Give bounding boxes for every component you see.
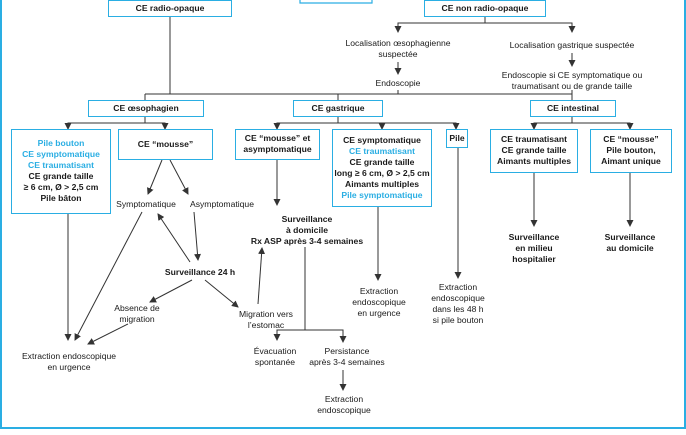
text-surveillance-au-domicile: Surveillance au domicile <box>604 232 656 253</box>
text-absence-migration: Absence de migration <box>114 303 160 324</box>
box-label: CE œsophagien <box>113 103 179 113</box>
box-oeso-list: Pile bouton CE symptomatique CE traumati… <box>11 129 111 214</box>
box-ce-gastrique: CE gastrique <box>293 100 383 117</box>
label-pile-bouton: Pile bouton, <box>606 145 656 155</box>
label-pile-baton: Pile bâton <box>40 193 82 203</box>
label-dimensions: ≥ 6 cm, Ø > 2,5 cm <box>23 182 99 192</box>
text-extraction-48h: Extraction endoscopique dans les 48 h si… <box>431 282 485 325</box>
label-ce-symptomatique: CE symptomatique <box>343 135 421 145</box>
text-symptomatique: Symptomatique <box>116 199 176 209</box>
box-label: Pile <box>449 133 465 143</box>
text-extraction-urgence-mid: Extraction endoscopique en urgence <box>352 286 406 318</box>
connector <box>74 211 143 341</box>
connector <box>193 211 201 261</box>
connector <box>382 122 460 130</box>
connector <box>572 122 634 130</box>
text-localisation-gastr: Localisation gastrique suspectée <box>509 40 635 50</box>
connector <box>147 159 163 195</box>
text-persistance: Persistance après 3-4 semaines <box>309 346 385 367</box>
connector <box>305 329 347 343</box>
label-ce-traumatisant: CE traumatisant <box>28 160 94 170</box>
box-gastr-pile: Pile <box>446 129 468 148</box>
text-endoscopie: Endoscopie <box>375 78 421 88</box>
label-dimensions: long ≥ 6 cm, Ø > 2,5 cm <box>334 168 430 178</box>
box-intest-mousse: CE “mousse” Pile bouton, Aimant unique <box>590 129 672 173</box>
label-ce-mousse: CE “mousse” <box>603 134 659 144</box>
box-oeso-mousse: CE “mousse” <box>118 129 213 160</box>
text-surveillance-hospitalier: Surveillance en milieu hospitalier <box>508 232 560 264</box>
label-ce-traumatisant: CE traumatisant <box>349 146 415 156</box>
connector <box>530 117 573 130</box>
label-aimants-multiples: Aimants multiples <box>496 156 572 166</box>
box-label: CE “mousse” et asymptomatique <box>243 133 312 154</box>
connector <box>145 122 169 130</box>
connector <box>149 279 193 303</box>
top-tab-outline <box>299 0 373 4</box>
label-ce-grande-taille: CE grande taille <box>501 145 567 155</box>
label-pile-bouton: Pile bouton <box>37 138 85 148</box>
text-localisation-oeso: Localisation œsophagienne suspectée <box>345 38 451 59</box>
text-migration-estomac: Migration vers l’estomac <box>239 309 293 330</box>
text-endoscopie-si: Endoscopie si CE symptomatique ou trauma… <box>501 70 643 91</box>
box-label: CE non radio-opaque <box>441 3 529 13</box>
label-aimants-multiples: Aimants multiples <box>344 179 420 189</box>
box-ce-radio-opaque: CE radio-opaque <box>108 0 232 17</box>
box-ce-intestinal: CE intestinal <box>530 100 616 117</box>
box-label: CE “mousse” <box>137 139 194 149</box>
connector <box>204 279 239 308</box>
box-label: CE intestinal <box>546 103 600 113</box>
label-aimant-unique: Aimant unique <box>601 156 661 166</box>
text-asymptomatique: Asymptomatique <box>189 199 254 209</box>
connector <box>273 117 339 130</box>
connector <box>273 247 306 341</box>
text-extraction-urgence-left: Extraction endoscopique en urgence <box>21 351 117 372</box>
text-surveillance-24h: Surveillance 24 h <box>164 267 236 277</box>
connector <box>257 247 266 305</box>
connector <box>64 117 146 130</box>
box-label: CE gastrique <box>311 103 365 113</box>
text-extraction-bottom: Extraction endoscopique <box>317 394 371 415</box>
box-label: CE radio-opaque <box>135 3 205 13</box>
box-intest-list: CE traumatisant CE grande taille Aimants… <box>490 129 578 173</box>
text-surveillance-domicile: Surveillance à domicile Rx ASP après 3-4… <box>250 214 364 246</box>
label-ce-symptomatique: CE symptomatique <box>22 149 100 159</box>
label-ce-grande-taille: CE grande taille <box>349 157 415 167</box>
box-gastr-mousse: CE “mousse” et asymptomatique <box>235 129 320 160</box>
box-gastr-list: CE symptomatique CE traumatisant CE gran… <box>332 129 432 207</box>
text-evacuation: Évacuation spontanée <box>253 346 297 367</box>
connector <box>87 323 129 345</box>
connector <box>485 22 576 33</box>
connector <box>169 159 189 195</box>
connector <box>394 16 486 33</box>
box-ce-non-radio-opaque: CE non radio-opaque <box>424 0 546 17</box>
label-ce-traumatisant: CE traumatisant <box>501 134 567 144</box>
box-ce-oesophagien: CE œsophagien <box>88 100 204 117</box>
label-ce-grande-taille: CE grande taille <box>28 171 94 181</box>
label-pile-symptomatique: Pile symptomatique <box>341 190 423 200</box>
connector <box>157 213 191 263</box>
